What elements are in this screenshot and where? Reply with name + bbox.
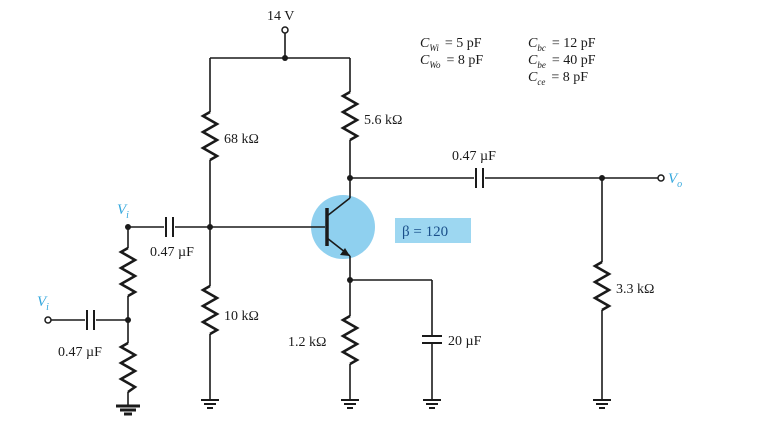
- resistor-68k-label: 68 kΩ: [224, 132, 259, 147]
- cap-output-label: 0.47 µF: [452, 149, 496, 164]
- resistor-1k2: [340, 314, 360, 366]
- vi-node-label: Vi: [117, 202, 129, 221]
- resistor-5k6-label: 5.6 kΩ: [364, 113, 402, 128]
- emitter-arrow-icon: [340, 248, 350, 256]
- supply-terminal: [281, 26, 289, 61]
- vo-node-label: Vo: [668, 171, 682, 190]
- supply-label: 14 V: [267, 9, 294, 24]
- beta-label: β = 120: [402, 224, 448, 240]
- resistor-10k: [200, 284, 220, 336]
- resistor-3k3: [592, 260, 612, 312]
- vo-terminal: [657, 174, 665, 182]
- ground-icon: [116, 404, 140, 416]
- resistor-1k2-label: 1.2 kΩ: [288, 335, 326, 350]
- transistor-collector-lead: [326, 197, 351, 217]
- spec-cbe: Cbe= 40 pF: [528, 53, 596, 70]
- vi2-terminal: [44, 316, 52, 324]
- spec-cbc: Cbc= 12 pF: [528, 36, 596, 53]
- resistor-68k: [200, 110, 220, 162]
- spec-cwi: CWi= 5 pF: [420, 36, 482, 53]
- spec-cce: Cce= 8 pF: [528, 70, 588, 87]
- source-resistor-lower: [118, 341, 138, 394]
- beta-box: [395, 218, 471, 243]
- resistor-10k-label: 10 kΩ: [224, 309, 259, 324]
- ground-icon: [423, 399, 441, 409]
- vi2-node-label: Vi: [37, 294, 49, 313]
- resistor-3k3-label: 3.3 kΩ: [616, 282, 654, 297]
- cap-input2-label: 0.47 µF: [58, 345, 102, 360]
- source-resistor-upper: [118, 246, 138, 298]
- capacitance-specs: CWi= 5 pF CWo= 8 pF Cbc= 12 pF Cbe= 40 p…: [420, 36, 596, 87]
- spec-cwo: CWo= 8 pF: [420, 53, 483, 70]
- ground-icon: [593, 399, 611, 409]
- ground-icon: [201, 399, 219, 409]
- cap-input-label: 0.47 µF: [150, 245, 194, 260]
- resistor-5k6: [340, 90, 360, 142]
- ground-icon: [341, 399, 359, 409]
- cap-bypass-label: 20 µF: [448, 334, 482, 349]
